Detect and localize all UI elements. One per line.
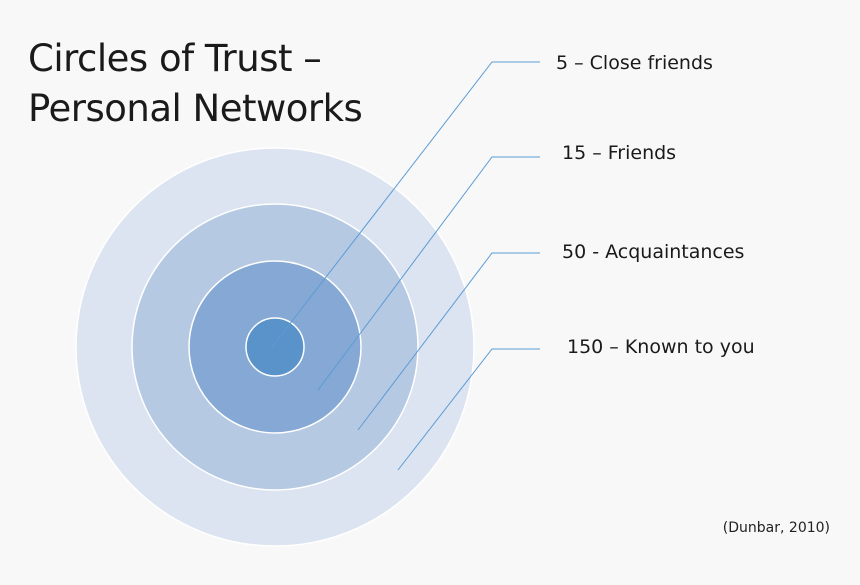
leader-line-known-to-you (397, 348, 540, 471)
label-close-friends: 5 – Close friends (556, 52, 713, 74)
title-line-1: Circles of Trust – (28, 37, 322, 80)
leader-line-friends (317, 156, 540, 391)
leader-line-acquaintances (357, 252, 540, 431)
label-friends: 15 – Friends (562, 142, 676, 164)
title-line-2: Personal Networks (28, 87, 363, 130)
ring-close-friends (245, 317, 305, 377)
label-known-to-you: 150 – Known to you (567, 336, 755, 358)
page-title: Circles of Trust – Personal Networks (28, 34, 363, 134)
leader-line-close-friends (271, 61, 540, 348)
citation: (Dunbar, 2010) (722, 520, 830, 536)
label-acquaintances: 50 - Acquaintances (562, 241, 744, 263)
